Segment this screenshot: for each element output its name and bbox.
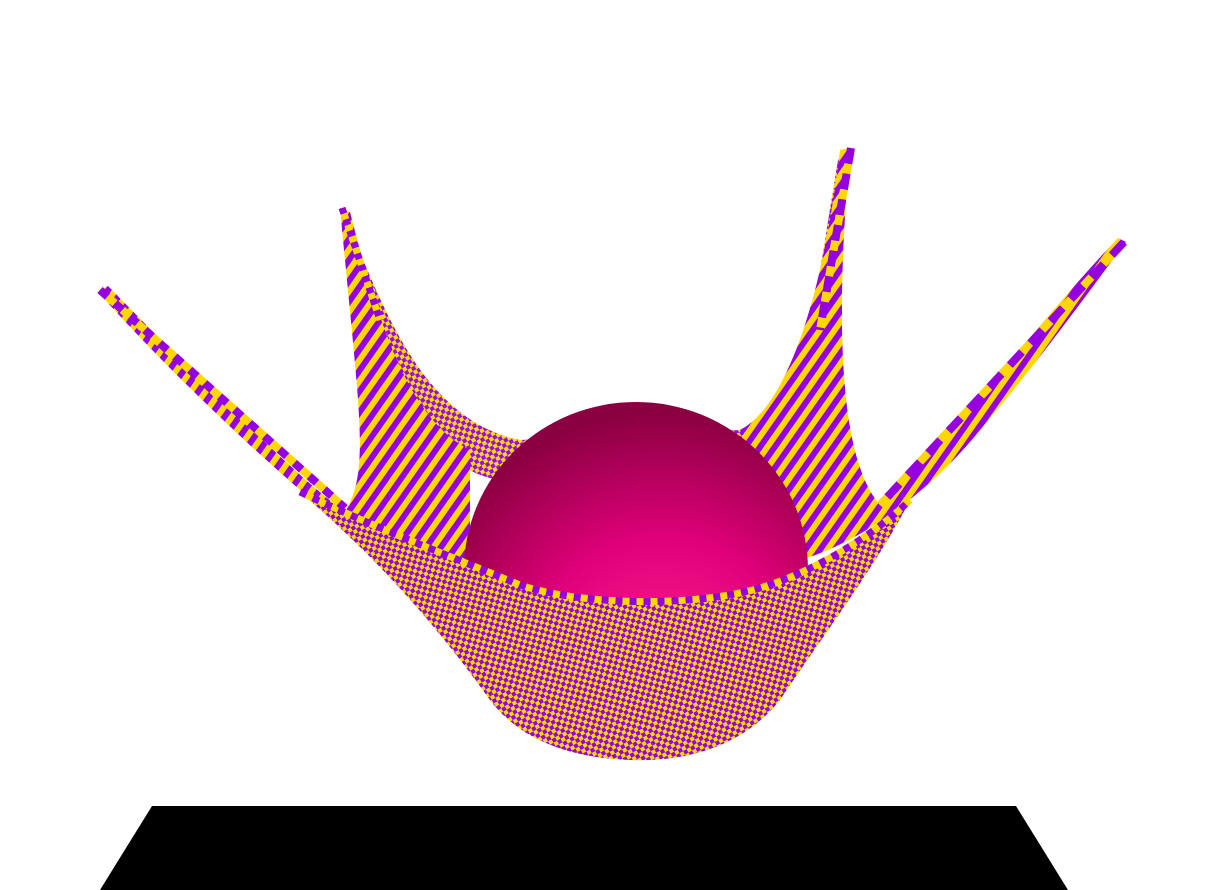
cloth-front-rim bbox=[298, 488, 913, 606]
cloth-front-rim-alt bbox=[298, 488, 913, 606]
sphere bbox=[464, 402, 808, 610]
cloth-right-edge-alt bbox=[877, 239, 1127, 508]
cloth-left-edge-alt bbox=[97, 287, 348, 511]
cloth-back-right-edge-alt bbox=[816, 147, 855, 331]
cloth-left-corner bbox=[98, 208, 470, 560]
cloth-back-right-edge bbox=[816, 147, 855, 331]
floor-plane bbox=[100, 806, 1068, 890]
cloth-back-left-edge-alt bbox=[338, 206, 384, 322]
cloth-right-corner bbox=[740, 148, 1126, 560]
cloth-back-left-edge bbox=[338, 206, 384, 322]
cloth-left-edge bbox=[97, 287, 348, 511]
